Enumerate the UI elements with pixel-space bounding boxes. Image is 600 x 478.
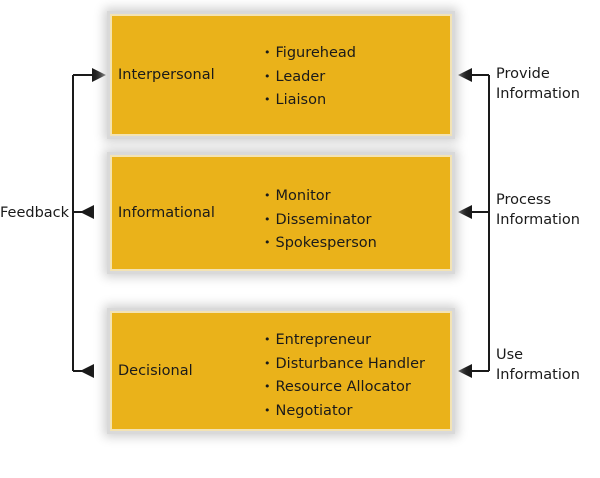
role-item: Disturbance Handler [264,353,425,377]
label-line: Information [496,367,580,383]
feedback-arrow-top-head [92,68,106,82]
role-item: Monitor [264,185,377,209]
role-item: Liaison [264,89,356,113]
role-box-interpersonal: Interpersonal Figurehead Leader Liaison [110,14,452,136]
role-item: Entrepreneur [264,329,425,353]
role-item: Negotiator [264,400,425,424]
role-box-informational: Informational Monitor Disseminator Spoke… [110,155,452,271]
info-arrow-bottom-head [458,364,472,378]
label-line: Information [496,212,580,228]
role-list: Figurehead Leader Liaison [264,42,356,113]
role-title: Interpersonal [118,67,215,83]
role-item: Leader [264,66,356,90]
process-information-label: Process Information [496,190,580,230]
role-list: Entrepreneur Disturbance Handler Resourc… [264,329,425,423]
label-line: Information [496,86,580,102]
role-title: Decisional [118,363,193,379]
label-line: Use [496,347,524,363]
feedback-label: Feedback [0,205,70,221]
role-item: Spokesperson [264,232,377,256]
feedback-arrow-middle-head [80,205,94,219]
role-item: Figurehead [264,42,356,66]
label-line: Provide [496,66,550,82]
role-item: Resource Allocator [264,376,425,400]
label-line: Process [496,192,552,208]
role-item: Disseminator [264,209,377,233]
role-list: Monitor Disseminator Spokesperson [264,185,377,256]
role-box-decisional: Decisional Entrepreneur Disturbance Hand… [110,311,452,431]
role-title: Informational [118,205,215,221]
info-arrow-top-head [458,68,472,82]
provide-information-label: Provide Information [496,64,580,104]
use-information-label: Use Information [496,345,580,385]
feedback-arrow-bottom-head [80,364,94,378]
info-arrow-middle-head [458,205,472,219]
